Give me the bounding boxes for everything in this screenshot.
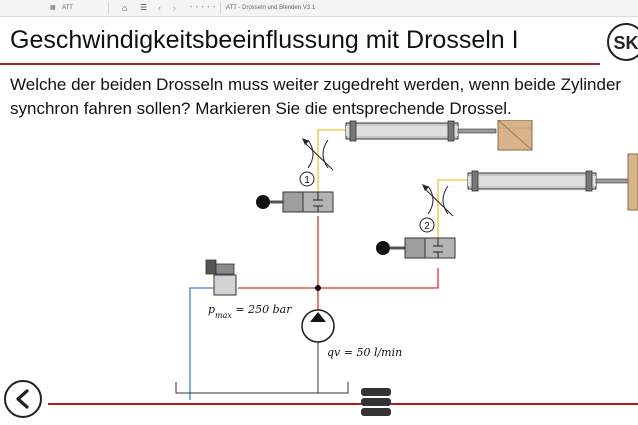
cylinder-1 bbox=[345, 120, 497, 142]
throttle-line-1 bbox=[317, 129, 348, 192]
hydraulic-diagram: 1 2 bbox=[175, 120, 638, 400]
list-icon[interactable]: ☰ bbox=[140, 3, 148, 12]
home-icon[interactable]: ⌂ bbox=[122, 3, 128, 13]
question-line-2: synchron fahren sollen? Markieren Sie di… bbox=[10, 99, 512, 118]
pmax-label: pmax = 250 bar bbox=[208, 303, 292, 320]
page-dots: • • • • • bbox=[190, 5, 217, 11]
app-label[interactable]: ATT bbox=[62, 5, 73, 11]
company-logo: SK bbox=[604, 22, 638, 62]
back-arrow-icon[interactable]: ‹ bbox=[158, 3, 161, 13]
question-text: Welche der beiden Drosseln muss weiter z… bbox=[10, 73, 638, 121]
junction-dot bbox=[315, 285, 321, 291]
menu-button[interactable] bbox=[361, 388, 391, 418]
pressure-line-branch-2 bbox=[318, 268, 439, 289]
forward-arrow-icon[interactable]: › bbox=[173, 3, 176, 13]
tank-line bbox=[189, 287, 218, 400]
cylinder-2 bbox=[467, 170, 629, 192]
back-button[interactable] bbox=[4, 380, 42, 418]
load-box-2 bbox=[627, 153, 638, 211]
throttle-2[interactable] bbox=[422, 184, 454, 217]
throttle-2-label: 2 bbox=[424, 221, 430, 232]
throttle-1[interactable] bbox=[302, 138, 334, 171]
throttle-1-label: 1 bbox=[304, 175, 310, 186]
throttle-2-marker bbox=[419, 217, 435, 233]
directional-valve-1 bbox=[256, 191, 334, 213]
hydraulic-pump bbox=[301, 309, 335, 343]
title-divider bbox=[0, 63, 600, 65]
throttle-1-marker bbox=[299, 171, 315, 187]
pressure-relief-valve bbox=[205, 259, 237, 296]
tank-symbol bbox=[175, 382, 349, 394]
logo-text: SK bbox=[613, 33, 638, 53]
flow-rate-label: qv = 50 l/min bbox=[327, 346, 402, 359]
app-grid-icon[interactable]: ▦ bbox=[50, 5, 56, 11]
document-title: ATT - Drosseln und Blenden V3.1 bbox=[226, 5, 316, 11]
top-toolbar: ▦ ATT ⌂ ☰ ‹ › • • • • • ATT - Drosseln u… bbox=[0, 0, 638, 17]
chevron-left-icon bbox=[16, 389, 29, 409]
load-box-1 bbox=[497, 120, 533, 151]
question-line-1: Welche der beiden Drosseln muss weiter z… bbox=[10, 75, 622, 94]
directional-valve-2 bbox=[376, 237, 456, 259]
page-title: Geschwindigkeitsbeeinflussung mit Drosse… bbox=[10, 26, 519, 54]
throttle-line-2 bbox=[437, 179, 470, 238]
bottom-divider bbox=[48, 403, 638, 405]
